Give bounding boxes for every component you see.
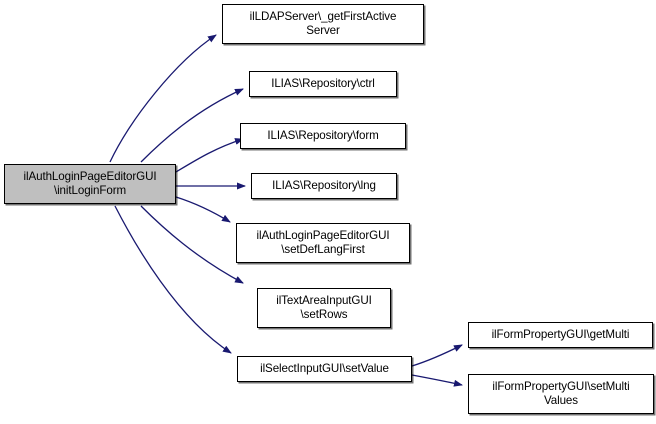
node-label-formproperty-setmultivalues: ilFormPropertyGUI\setMulti Values	[492, 380, 630, 407]
node-label-repository-lng: ILIAS\Repository\lng	[272, 179, 376, 192]
node-label-repository-form: ILIAS\Repository\form	[267, 129, 379, 142]
node-label-root: ilAuthLoginPageEditorGUI \initLoginForm	[23, 170, 157, 197]
node-label-formproperty-getmulti: ilFormPropertyGUI\getMulti	[491, 328, 630, 341]
node-label-select-setvalue: ilSelectInputGUI\setValue	[260, 362, 389, 375]
edge-root-to-select-setvalue	[114, 205, 232, 354]
node-setdeflangfirst[interactable]: ilAuthLoginPageEditorGUI \setDefLangFirs…	[236, 223, 410, 263]
node-label-textarea-setrows: ilTextAreaInputGUI \setRows	[276, 294, 372, 321]
node-label-setdeflangfirst: ilAuthLoginPageEditorGUI \setDefLangFirs…	[256, 229, 390, 256]
node-select-setvalue[interactable]: ilSelectInputGUI\setValue	[237, 356, 412, 382]
edge-select-setvalue-to-formproperty-setmultivalues	[411, 374, 463, 387]
node-formproperty-getmulti[interactable]: ilFormPropertyGUI\getMulti	[468, 322, 653, 348]
node-formproperty-setmultivalues[interactable]: ilFormPropertyGUI\setMulti Values	[468, 374, 654, 414]
edge-root-to-textarea-setrows	[140, 205, 244, 284]
node-ldap-getfirstactiveserver[interactable]: ilLDAPServer\_getFirstActive Server	[222, 4, 424, 44]
node-label-ldap-getfirstactiveserver: ilLDAPServer\_getFirstActive Server	[249, 10, 397, 37]
edge-root-to-setdeflangfirst	[175, 196, 231, 223]
node-label-repository-ctrl: ILIAS\Repository\ctrl	[271, 77, 375, 90]
node-repository-ctrl[interactable]: ILIAS\Repository\ctrl	[249, 71, 397, 97]
node-root[interactable]: ilAuthLoginPageEditorGUI \initLoginForm	[4, 164, 176, 204]
edge-select-setvalue-to-formproperty-getmulti	[411, 344, 463, 367]
node-repository-form[interactable]: ILIAS\Repository\form	[240, 123, 406, 149]
node-textarea-setrows[interactable]: ilTextAreaInputGUI \setRows	[257, 288, 391, 328]
node-repository-lng[interactable]: ILIAS\Repository\lng	[251, 173, 397, 199]
edge-root-to-repository-ctrl	[140, 88, 244, 163]
edge-root-to-repository-form	[175, 138, 244, 173]
edge-root-to-ldap-getfirstactiveserver	[109, 34, 217, 163]
